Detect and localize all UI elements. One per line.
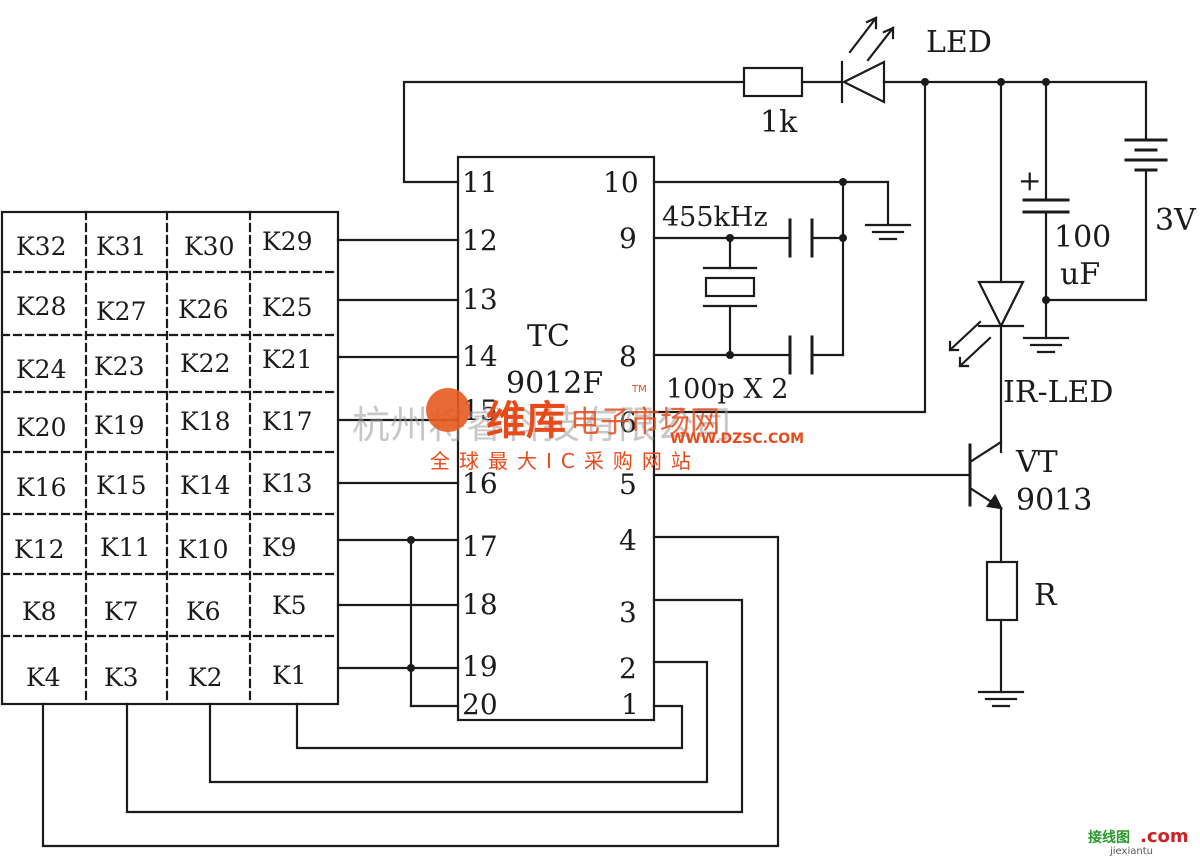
pin-label: 8 xyxy=(619,340,637,373)
resistor-1k xyxy=(742,66,804,98)
key-label: K3 xyxy=(104,663,139,692)
pin-label: 2 xyxy=(619,652,637,685)
pin-label: 5 xyxy=(619,468,637,501)
key-label: K11 xyxy=(100,533,151,562)
transistor-label: VT xyxy=(1015,445,1058,480)
corner-com: .com xyxy=(1140,826,1189,847)
pin-label: 18 xyxy=(462,588,498,621)
chip-model: 9012F xyxy=(506,366,603,401)
resistor-r-label: R xyxy=(1034,578,1058,613)
watermark-company: 杭州将睿科技有限公司 xyxy=(352,403,732,447)
pin11-wire xyxy=(402,80,746,184)
transistor-model: 9013 xyxy=(1016,483,1092,518)
chip-name: TC xyxy=(527,319,570,354)
watermark-brand-sub: 电子市场网 xyxy=(570,405,720,440)
key-label: K32 xyxy=(16,232,67,261)
ir-led-label: IR-LED xyxy=(1003,375,1113,410)
pin-label: 3 xyxy=(619,596,637,629)
resistor-1k-label: 1k xyxy=(760,105,798,140)
pin-label: 14 xyxy=(462,340,498,373)
key-label: K16 xyxy=(16,473,67,502)
key-label: K24 xyxy=(16,355,67,384)
crystal-label: 455kHz xyxy=(662,202,768,233)
watermark-brand: 维库 xyxy=(486,398,566,444)
key-label: K7 xyxy=(104,597,139,626)
key-label: K15 xyxy=(96,471,147,500)
pin6-wire xyxy=(652,80,927,414)
pin-label: 17 xyxy=(462,530,498,563)
key-label: K8 xyxy=(22,597,57,626)
pin-label: 1 xyxy=(621,688,639,721)
watermark-url: WWW.DZSC.COM xyxy=(670,431,804,447)
pin-label: 4 xyxy=(619,524,637,557)
key-label: K1 xyxy=(272,661,307,690)
key-label: K6 xyxy=(186,597,221,626)
key-label: K18 xyxy=(180,407,231,436)
key-label: K21 xyxy=(262,345,313,374)
row-wires xyxy=(336,238,460,708)
key-label: K4 xyxy=(26,663,61,692)
key-label: K28 xyxy=(16,292,67,321)
key-label: K31 xyxy=(96,232,147,261)
key-label: K20 xyxy=(16,413,67,442)
keypad-labels: K32 K31 K30 K29 K28 K27 K26 K25 K24 K23 … xyxy=(14,227,313,692)
key-label: K27 xyxy=(96,297,147,326)
polarity-plus: + xyxy=(1018,164,1041,197)
elec-cap-unit: uF xyxy=(1060,257,1100,292)
key-label: K2 xyxy=(188,663,223,692)
key-label: K30 xyxy=(184,232,235,261)
key-label: K22 xyxy=(180,349,231,378)
pin-label: 9 xyxy=(619,222,637,255)
key-label: K19 xyxy=(94,411,145,440)
keypad-grid xyxy=(0,210,340,706)
pin-label: 13 xyxy=(462,283,498,316)
pin-label: 11 xyxy=(462,166,498,199)
key-label: K10 xyxy=(178,535,229,564)
watermark: 杭州将睿科技有限公司 维库 电子市场网 TM WWW.DZSC.COM 全球最大… xyxy=(352,384,1189,857)
key-label: K5 xyxy=(272,591,307,620)
pin-label: 12 xyxy=(462,224,498,257)
pin-label: 10 xyxy=(603,166,639,199)
chip-body xyxy=(456,155,656,722)
pin-label: 6 xyxy=(619,406,637,439)
ir-led-symbol xyxy=(977,280,1025,329)
column-wires xyxy=(41,535,780,848)
watermark-tm: TM xyxy=(631,384,647,395)
elec-cap-value: 100 xyxy=(1054,220,1111,255)
led-label: LED xyxy=(926,25,992,60)
battery-label: 3V xyxy=(1155,203,1197,238)
resistor-r xyxy=(985,560,1019,622)
junctions xyxy=(407,78,1050,672)
watermark-logo-icon xyxy=(426,388,470,432)
key-label: K12 xyxy=(14,535,65,564)
key-label: K9 xyxy=(262,533,297,562)
watermark-slogan: 全球最大IC采购网站 xyxy=(430,449,700,473)
key-label: K29 xyxy=(262,227,313,256)
key-label: K26 xyxy=(178,295,229,324)
corner-brand: 接线图 xyxy=(1088,829,1130,846)
key-label: K17 xyxy=(262,407,313,436)
key-label: K25 xyxy=(262,293,313,322)
key-label: K23 xyxy=(94,352,145,381)
pin-label: 19 xyxy=(462,650,498,683)
pin-label: 20 xyxy=(462,688,498,721)
pin-label: 16 xyxy=(462,467,498,500)
corner-url: jiexiantu xyxy=(1109,846,1153,857)
key-label: K13 xyxy=(262,469,313,498)
key-label: K14 xyxy=(180,471,231,500)
caps-label: 100p X 2 xyxy=(666,374,788,405)
chip-pin-labels: 11 12 13 14 15 16 17 18 19 20 10 9 8 6 5… xyxy=(462,166,639,721)
led-symbol xyxy=(841,60,886,104)
